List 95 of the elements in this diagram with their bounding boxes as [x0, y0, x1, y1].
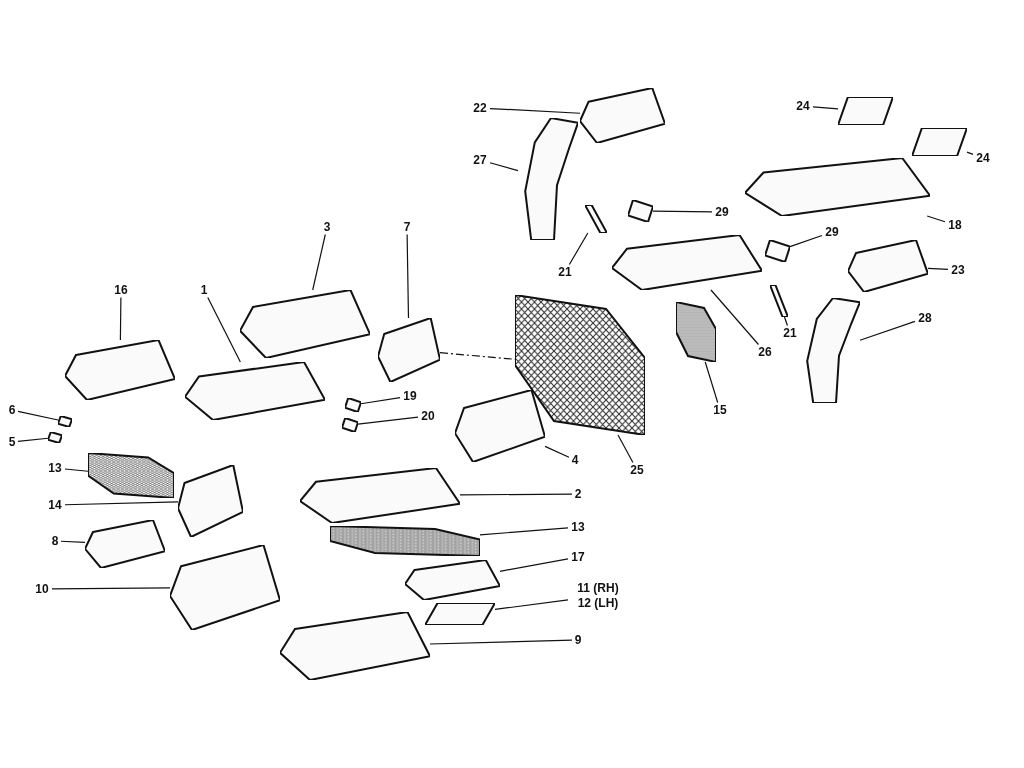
rod-part	[770, 285, 788, 317]
callout-number: 1	[200, 282, 208, 298]
panel-mat-piece	[612, 235, 762, 290]
callout-number: 4	[571, 452, 579, 468]
callout-number: 9	[574, 632, 582, 648]
floor-mat-piece	[65, 340, 175, 400]
callout-number: 21	[783, 325, 797, 341]
callout-number: 13	[571, 519, 585, 535]
leader-line	[429, 639, 573, 645]
leader-line	[64, 501, 179, 506]
callout-number: 29	[715, 204, 729, 220]
clip-part	[345, 398, 361, 412]
leader-line	[406, 233, 410, 319]
leader-line	[652, 210, 713, 213]
leader-line	[312, 233, 326, 291]
callout-number: 13	[48, 460, 62, 476]
leader-line	[617, 434, 634, 464]
floor-mat-piece	[280, 612, 430, 680]
callout-number: 15	[713, 402, 727, 418]
leader-line	[479, 527, 569, 536]
callout-number: 14	[48, 497, 62, 513]
leader-line	[51, 587, 171, 590]
leader-line	[360, 396, 401, 405]
callout-number: 21	[558, 264, 572, 280]
leader-line	[710, 289, 760, 346]
callout-number: 2	[574, 486, 582, 502]
floor-mat-piece	[405, 560, 500, 600]
callout-number: 3	[323, 219, 331, 235]
leader-line	[207, 296, 241, 363]
callout-number: 27	[473, 152, 487, 168]
leader-line	[927, 267, 949, 271]
leader-line	[704, 361, 719, 404]
leader-line	[789, 234, 823, 248]
callout-number: 6	[8, 402, 16, 418]
leader-line	[966, 151, 974, 155]
callout-number: 7	[403, 219, 411, 235]
callout-number: 12 (LH)	[577, 596, 619, 611]
mesh-mat-piece	[330, 526, 480, 556]
floor-mat-piece	[185, 362, 325, 420]
leader-line	[17, 437, 49, 442]
leader-line	[783, 316, 788, 327]
clip-part	[628, 200, 653, 222]
clip-part	[48, 432, 62, 443]
callout-number: 26	[758, 344, 772, 360]
floor-mat-piece	[745, 158, 930, 216]
floor-mat-piece	[178, 465, 243, 537]
leader-line	[499, 558, 569, 572]
floor-mat-piece	[425, 603, 495, 625]
rod-part	[585, 205, 607, 233]
callout-number: 29	[825, 224, 839, 240]
callout-number: 24	[796, 98, 810, 114]
leader-line	[17, 410, 59, 421]
leader-line	[459, 493, 573, 496]
callout-number: 11 (RH)	[577, 581, 619, 596]
mesh-mat-piece	[88, 453, 174, 498]
floor-mat-piece	[85, 520, 165, 568]
floor-mat-piece	[170, 545, 280, 630]
leader-line	[60, 540, 86, 543]
leader-line	[357, 416, 419, 425]
callout-number: 8	[51, 533, 59, 549]
leader-line	[544, 445, 570, 458]
leader-line	[568, 232, 589, 266]
callout-number: 20	[421, 408, 435, 424]
leader-line	[859, 320, 916, 341]
callout-number: 17	[571, 549, 585, 565]
callout-number: 22	[473, 100, 487, 116]
callout-number: 5	[8, 434, 16, 450]
floor-mat-piece	[300, 468, 460, 523]
callout-number: 18	[948, 217, 962, 233]
tunnel-mat-piece	[378, 318, 440, 382]
leader-line	[812, 106, 839, 110]
housing-piece	[580, 88, 665, 143]
floor-mat-piece	[240, 290, 370, 358]
callout-number: 19	[403, 388, 417, 404]
pad-piece	[838, 97, 893, 125]
mesh-mat-piece	[676, 302, 716, 362]
pad-piece	[912, 128, 967, 156]
callout-number: 25	[630, 462, 644, 478]
floor-mat-piece	[455, 390, 545, 462]
callout-number: 10	[35, 581, 49, 597]
leader-line	[119, 296, 122, 341]
leader-line	[489, 107, 581, 114]
callout-number: 23	[951, 262, 965, 278]
housing-piece	[848, 240, 928, 292]
callout-number: 16	[114, 282, 128, 298]
leader-line	[489, 162, 519, 172]
callout-number: 28	[918, 310, 932, 326]
leader-line	[494, 599, 569, 611]
leader-line	[926, 215, 946, 223]
callout-number: 24	[976, 150, 990, 166]
clip-part	[342, 418, 358, 432]
clip-part	[765, 240, 790, 262]
mesh-mat-piece	[515, 295, 645, 435]
clip-part	[58, 416, 72, 427]
leader-line	[64, 468, 89, 472]
